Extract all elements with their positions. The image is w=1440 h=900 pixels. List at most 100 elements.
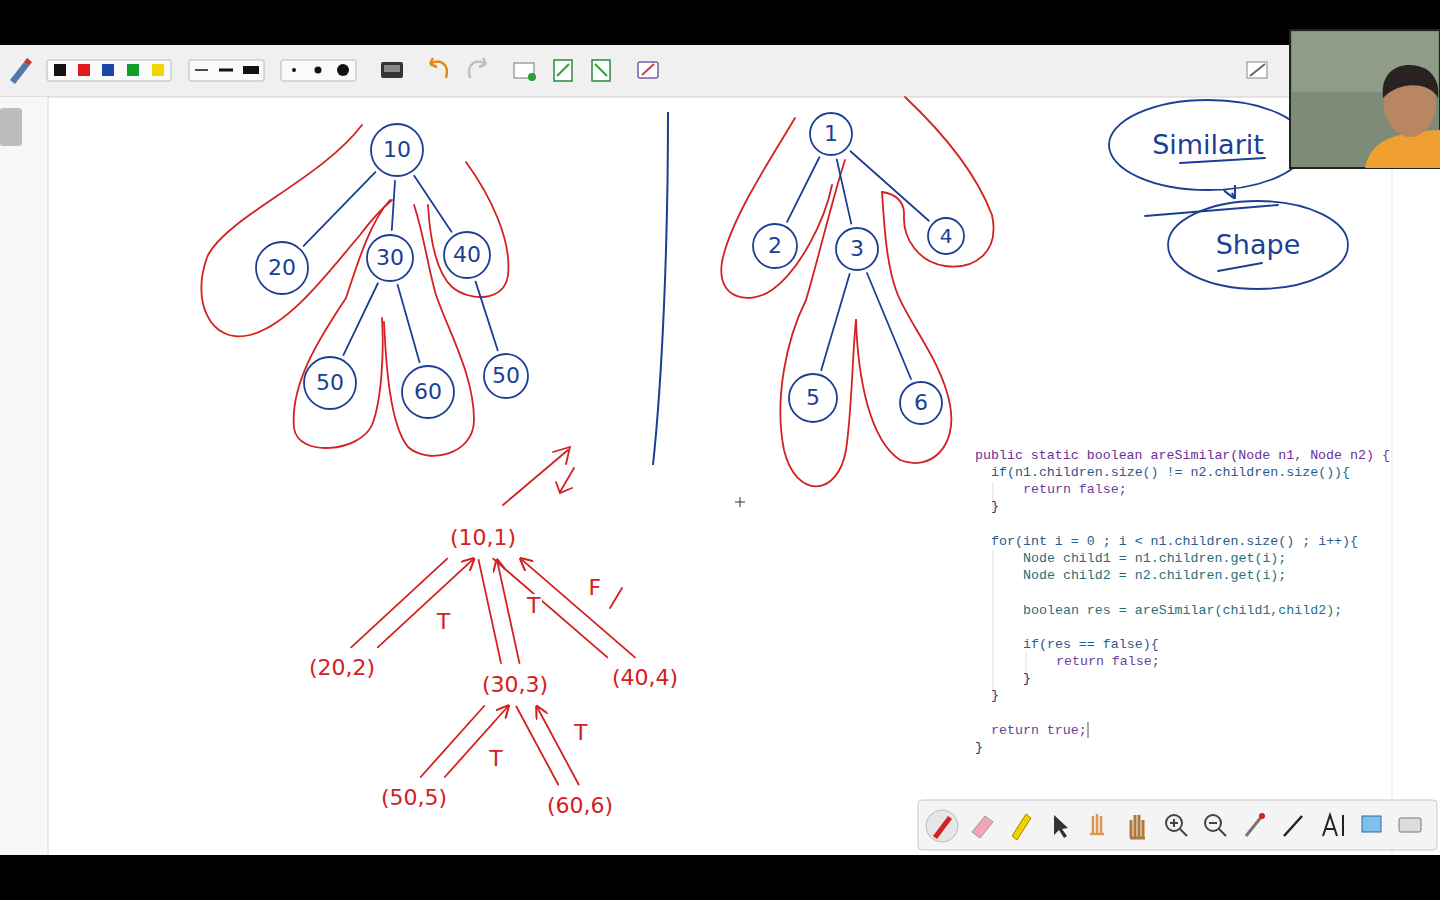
width-icon <box>243 66 259 74</box>
edge-label: T <box>435 610 452 634</box>
tree-link <box>516 707 558 785</box>
tool-text <box>1323 815 1343 836</box>
tool-pen <box>933 816 952 839</box>
width-icon <box>219 69 233 72</box>
bottom-band <box>0 855 1440 900</box>
dot-icon <box>337 64 349 76</box>
node-outline-shape <box>753 224 797 268</box>
node-outline-shape <box>304 357 356 409</box>
return-arrow <box>445 706 508 777</box>
return-arrow <box>497 560 519 663</box>
node-outline-shape <box>367 235 413 281</box>
subtree-loop <box>721 118 832 298</box>
screen-pen <box>642 64 654 75</box>
redo-icon <box>469 58 486 78</box>
tree-node: 20 <box>255 241 309 295</box>
node-text: 40 <box>453 242 481 267</box>
page-add <box>528 73 536 81</box>
tool-dropper <box>1246 816 1262 836</box>
edge-label: T <box>487 747 504 771</box>
swatch <box>127 64 139 76</box>
tool-line <box>1284 816 1302 836</box>
subtree-loop <box>780 160 856 486</box>
webcam-frame <box>1290 30 1440 168</box>
tree-node: 30 <box>366 234 414 282</box>
subtree-loops <box>201 97 993 486</box>
tree-node: 5 <box>788 373 838 423</box>
node-text: 50 <box>492 363 520 388</box>
call-pair: (40,4) <box>606 660 684 696</box>
subtree-loop <box>882 97 994 267</box>
code-line: Node child1 = n1.children.get(i); <box>1023 550 1286 567</box>
canvas-border <box>1392 97 1393 855</box>
tree-node: 2 <box>752 223 798 269</box>
return-arrow <box>537 707 579 785</box>
underline-stroke <box>1218 263 1262 271</box>
return-arrow <box>1232 193 1234 197</box>
tree-link <box>493 559 607 658</box>
indent-guide <box>993 550 994 700</box>
return-arrow-sketch <box>503 447 622 608</box>
side-border <box>48 97 49 855</box>
code-guides <box>993 482 1026 700</box>
tool-image <box>1362 816 1381 832</box>
tree-link <box>867 273 911 379</box>
tool-zoom-out <box>1205 815 1221 831</box>
node-text: (20,2) <box>309 655 375 680</box>
node-outline-shape <box>444 232 490 278</box>
tool-keyboard <box>1399 818 1421 832</box>
page-arrow <box>557 64 569 76</box>
node-text: Similarit <box>1152 129 1264 160</box>
tool-dropper-tip <box>1259 813 1265 819</box>
code-line: return true; <box>991 722 1087 739</box>
node-text: (60,6) <box>547 793 613 818</box>
webcam-hair <box>1383 65 1439 98</box>
tree-node: 50 <box>303 356 357 410</box>
width-group <box>189 60 264 81</box>
node-text: 10 <box>383 137 411 162</box>
tree-link <box>479 560 501 663</box>
code-line: public static boolean areSimilar(Node n1… <box>975 447 1390 464</box>
sketch-arrowhead <box>556 482 572 493</box>
tree-link <box>421 706 484 777</box>
concept-ellipse: Shape <box>1167 200 1349 290</box>
node-text: (30,3) <box>482 672 548 697</box>
top-band <box>0 0 1440 45</box>
node-text: 50 <box>316 370 344 395</box>
page-icon <box>592 60 610 81</box>
tree-link <box>398 285 420 362</box>
node-outline-shape <box>900 382 942 424</box>
crosshair-cursor <box>735 497 745 507</box>
edge-label: F <box>586 576 603 600</box>
page-arrow <box>595 64 607 76</box>
code-line: if(n1.children.size() != n2.children.siz… <box>991 464 1350 481</box>
keyboard-keys <box>384 65 400 72</box>
dot-icon <box>315 67 322 74</box>
tool-hand <box>1130 815 1145 838</box>
node-text: 5 <box>806 385 820 410</box>
color-group <box>47 60 171 81</box>
call-pair: (50,5) <box>375 780 453 816</box>
node-text: 60 <box>414 379 442 404</box>
node-outline-shape <box>836 228 878 270</box>
tool-zoom-out-mark <box>1209 823 1226 836</box>
node-text: 6 <box>914 390 928 415</box>
tool-pen-bg <box>926 810 958 842</box>
code-line: if(res == false){ <box>1023 636 1159 653</box>
node-text: 4 <box>940 225 953 248</box>
call-pair: (10,1) <box>444 520 522 556</box>
code-line: } <box>1023 670 1031 687</box>
node-text: 3 <box>850 236 864 261</box>
subtree-loop <box>294 200 390 448</box>
toolbar <box>0 45 1440 97</box>
node-text: 30 <box>376 245 404 270</box>
edit-icon <box>1247 62 1267 78</box>
node-text: (50,5) <box>381 785 447 810</box>
swatch <box>102 64 114 76</box>
toolbar-panel <box>918 800 1437 850</box>
tree-link <box>787 157 819 222</box>
return-arrow <box>378 559 474 648</box>
edge-label: T <box>525 594 542 618</box>
call-pair: (30,3) <box>476 667 554 703</box>
tool-zoom-in-mark <box>1170 819 1187 836</box>
